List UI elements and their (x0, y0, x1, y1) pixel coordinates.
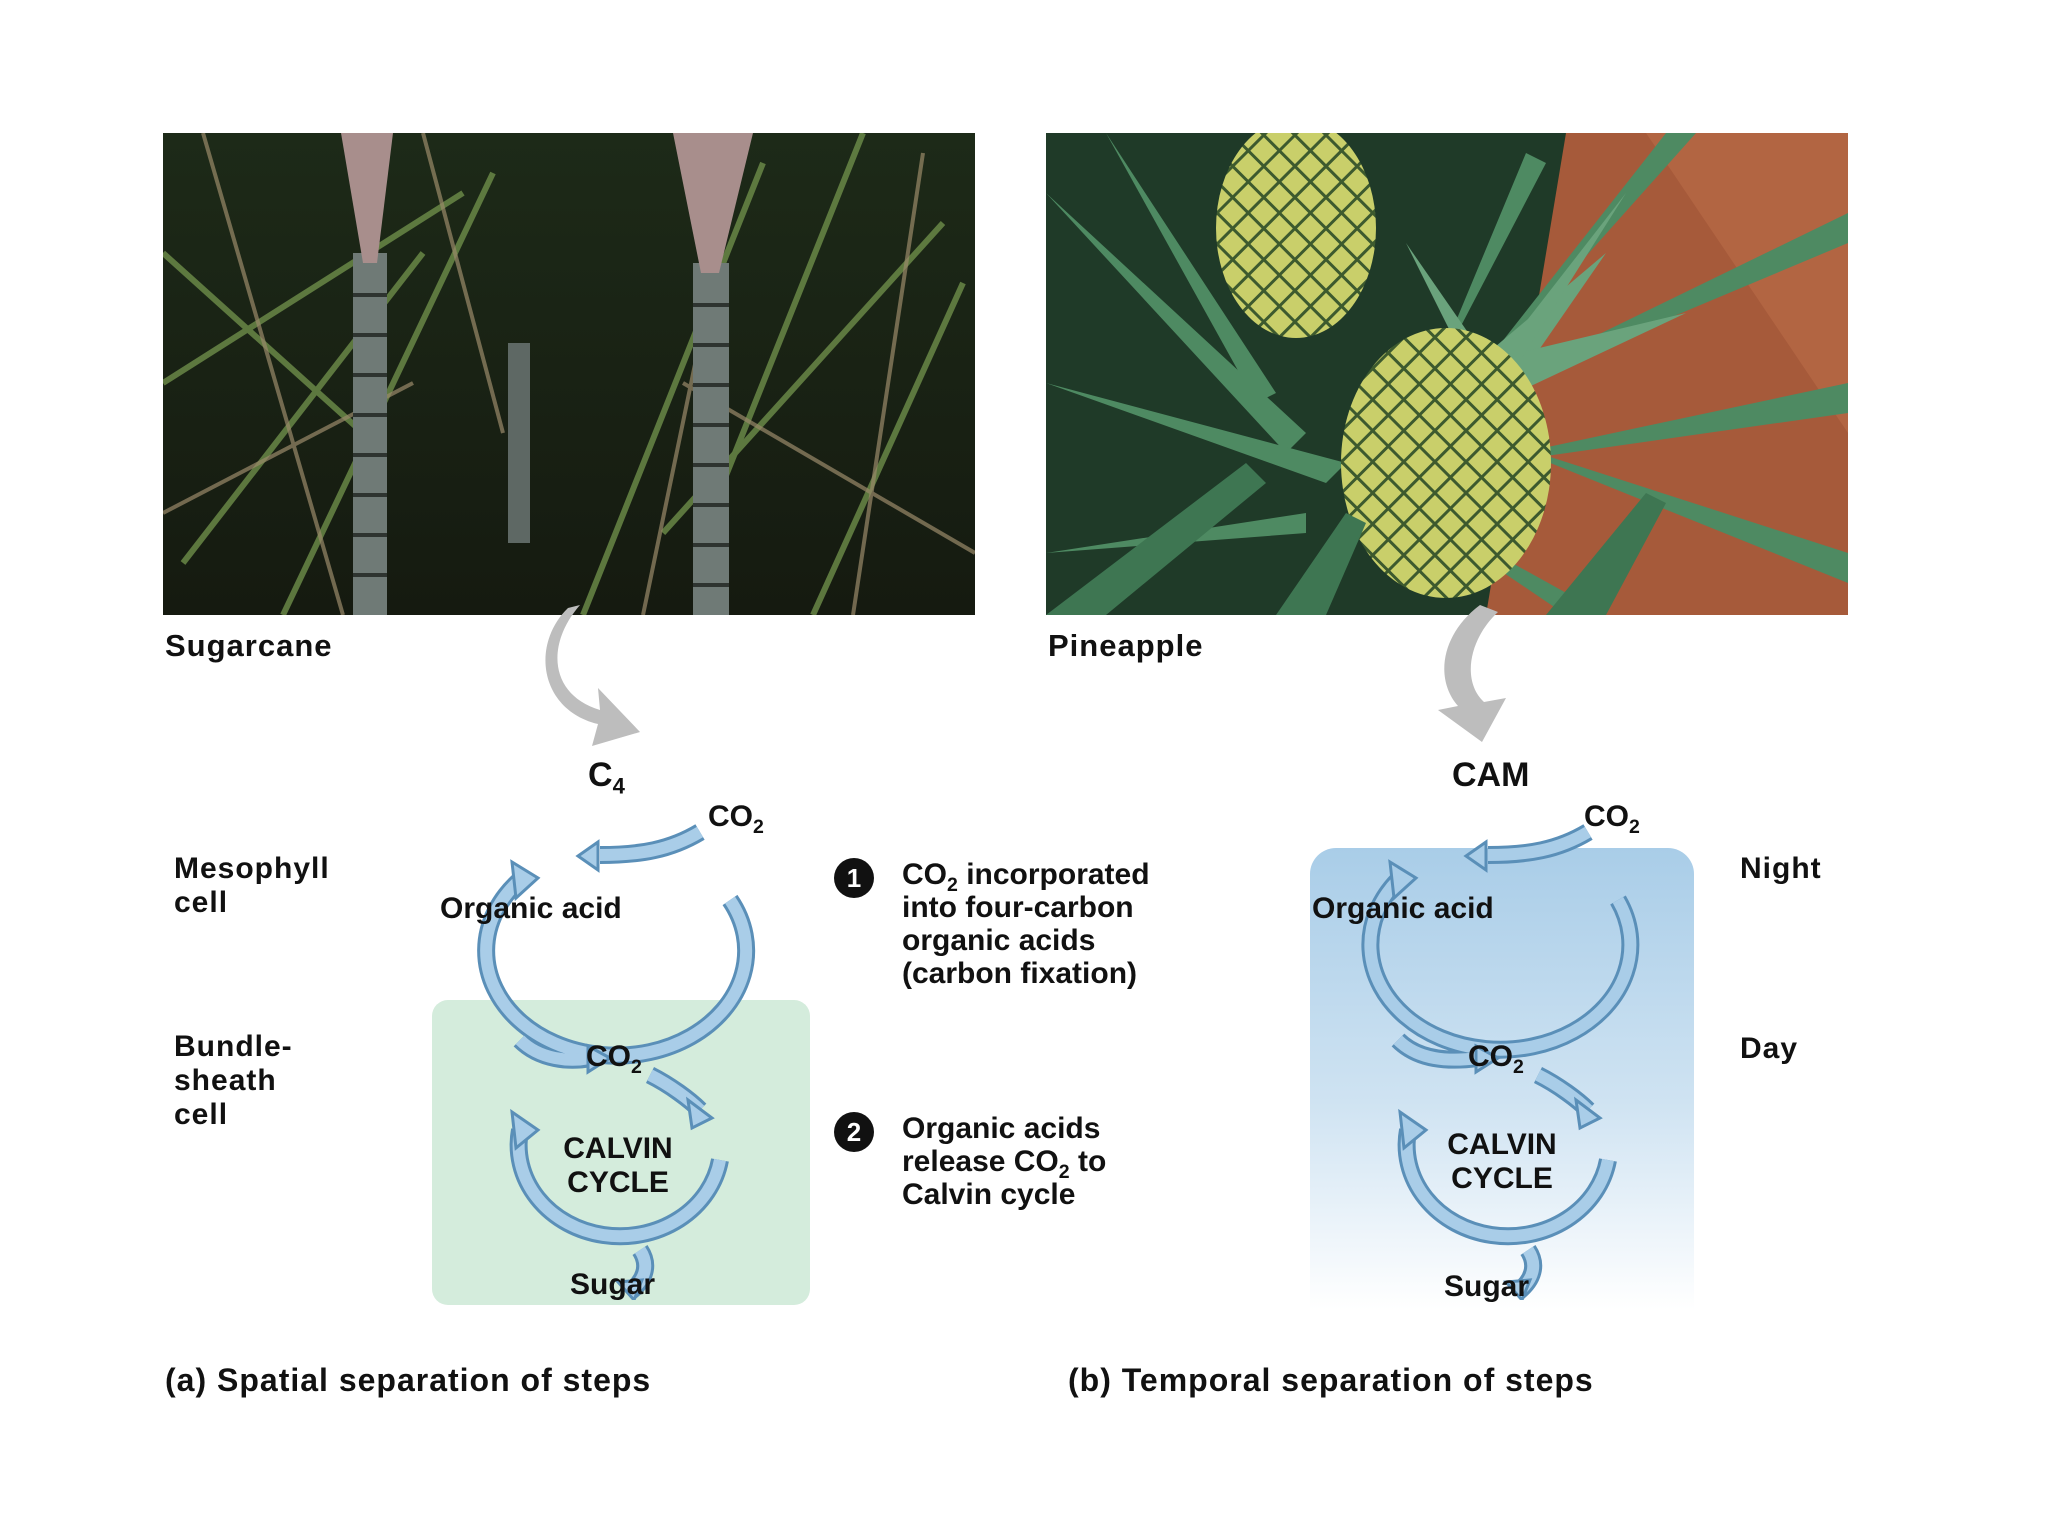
step-2-number-badge: 2 (834, 1112, 874, 1152)
c4-title: C4 (588, 756, 625, 799)
cam-calvin-cycle-label: CALVIN CYCLE (1447, 1128, 1557, 1195)
day-label: Day (1740, 1032, 1799, 1065)
cam-inner-co2-label: CO2 (1468, 1040, 1524, 1078)
step-1-number-badge: 1 (834, 858, 874, 898)
cam-organic-acid-label: Organic acid (1312, 892, 1494, 925)
sugarcane-caption: Sugarcane (165, 628, 333, 663)
cam-sugar-label: Sugar (1444, 1270, 1530, 1303)
pineapple-pointer-arrow (1438, 605, 1506, 742)
c4-sugar-label: Sugar (570, 1268, 656, 1301)
night-label: Night (1740, 852, 1822, 885)
sugarcane-photo (163, 133, 975, 615)
c4-cycle-arrows (477, 824, 756, 1300)
mesophyll-cell-label: Mesophyll cell (174, 852, 330, 919)
cam-cycle-arrows (1361, 824, 1640, 1300)
cam-co2-input-label: CO2 (1584, 800, 1640, 838)
c4-organic-acid-label: Organic acid (440, 892, 622, 925)
step-2-description: Organic acids release CO2 to Calvin cycl… (902, 1112, 1107, 1211)
c4-calvin-cycle-label: CALVIN CYCLE (563, 1132, 673, 1199)
c4-footer-caption: (a) Spatial separation of steps (165, 1362, 652, 1398)
bundle-sheath-cell-label: Bundle- sheath cell (174, 1030, 293, 1131)
sugarcane-pointer-arrow (545, 605, 640, 746)
pineapple-caption: Pineapple (1048, 628, 1204, 663)
cam-title: CAM (1452, 756, 1530, 794)
step-1-description: CO2 incorporated into four-carbon organi… (902, 858, 1150, 990)
pineapple-photo (1046, 133, 1848, 615)
c4-co2-input-label: CO2 (708, 800, 764, 838)
c4-inner-co2-label: CO2 (586, 1040, 642, 1078)
cam-footer-caption: (b) Temporal separation of steps (1068, 1362, 1594, 1398)
